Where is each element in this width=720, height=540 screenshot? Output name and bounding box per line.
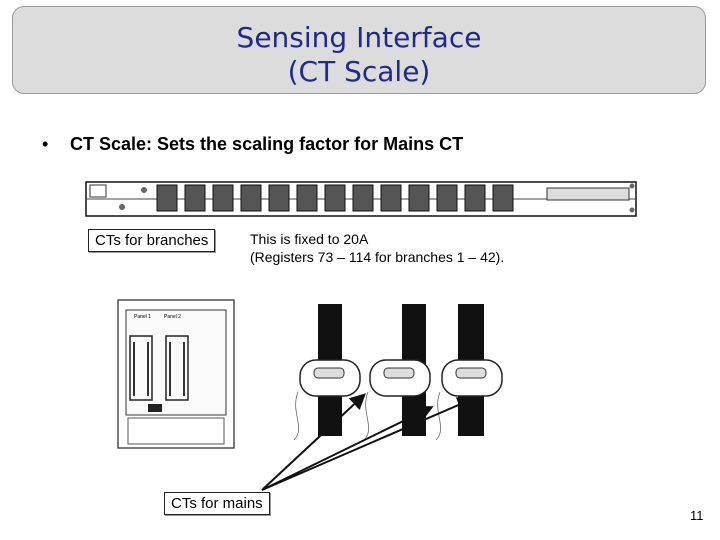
mains-ct-label: CTs for mains	[164, 492, 270, 515]
panel-2-label: Panel 2	[164, 314, 181, 320]
branch-scale-note-line-1: This is fixed to 20A	[250, 231, 369, 247]
bullet-text: CT Scale: Sets the scaling factor for Ma…	[70, 134, 464, 154]
branch-scale-note-line-2: (Registers 73 – 114 for branches 1 – 42)…	[250, 249, 505, 265]
slide-title-line-2: (CT Scale)	[287, 55, 431, 88]
arrow-to-mains-ct-3	[261, 397, 474, 491]
panel-board-image: Panel 1 Panel 2	[117, 299, 235, 449]
mains-ct-clamps-image	[293, 304, 503, 440]
branch-scale-note: This is fixed to 20A (Registers 73 – 114…	[250, 230, 504, 266]
arrow-to-mains-ct-1	[261, 393, 366, 491]
page-number: 11	[690, 508, 704, 523]
slide-title-box: Sensing Interface (CT Scale)	[12, 6, 706, 94]
bullet-item: • CT Scale: Sets the scaling factor for M…	[42, 134, 463, 155]
branches-ct-label: CTs for branches	[88, 229, 216, 252]
branch-ct-strip-image	[85, 181, 637, 217]
slide-title-line-1: Sensing Interface	[236, 21, 482, 54]
panel-1-label: Panel 1	[134, 314, 151, 320]
arrow-to-mains-ct-2	[261, 406, 434, 491]
bullet-marker: •	[42, 134, 49, 154]
